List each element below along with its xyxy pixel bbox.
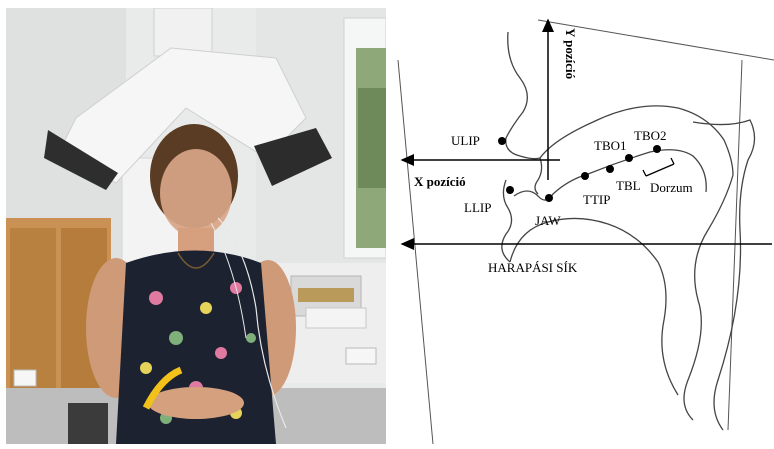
photo-illustration <box>6 8 386 444</box>
label-ttip: TTIP <box>583 192 610 207</box>
vocal-tract-diagram: Y pozíció X pozíció HARAPÁSI SÍK ULIP LL… <box>388 0 774 445</box>
y-axis-label: Y pozíció <box>563 28 578 79</box>
label-tbo2: TBO2 <box>634 128 667 143</box>
participant-photo <box>6 8 386 444</box>
label-tbl: TBL <box>616 178 641 193</box>
jaw-outline <box>509 217 679 396</box>
pharynx-inner-outline <box>683 174 734 421</box>
incisor-outline <box>534 157 543 195</box>
sensor-llip <box>506 186 514 194</box>
label-jaw: JAW <box>535 213 561 228</box>
sensor-jaw <box>545 194 553 202</box>
scan-frame-right <box>727 59 743 431</box>
sensor-tbl <box>606 165 614 173</box>
vocal-tract-svg: Y pozíció X pozíció HARAPÁSI SÍK ULIP LL… <box>397 18 774 445</box>
sensor-tbo2 <box>653 145 661 153</box>
pharynx-outline <box>692 119 756 431</box>
sensor-tbo1 <box>625 154 633 162</box>
label-dorsum: Dorzum <box>650 180 693 195</box>
lower-lip-outline <box>501 179 513 263</box>
sensor-ttip <box>581 172 589 180</box>
x-axis-label: X pozíció <box>414 174 466 189</box>
dorsum-bracket <box>642 157 675 177</box>
scan-frame-left <box>397 59 434 445</box>
label-ulip: ULIP <box>451 133 480 148</box>
sensor-ulip <box>498 137 506 145</box>
palate-outline <box>539 105 734 176</box>
occlusal-plane-label: HARAPÁSI SÍK <box>488 260 578 275</box>
label-llip: LLIP <box>464 200 491 215</box>
label-tbo1: TBO1 <box>594 138 627 153</box>
scan-frame-top <box>537 19 774 61</box>
upper-lip-outline <box>505 31 541 160</box>
